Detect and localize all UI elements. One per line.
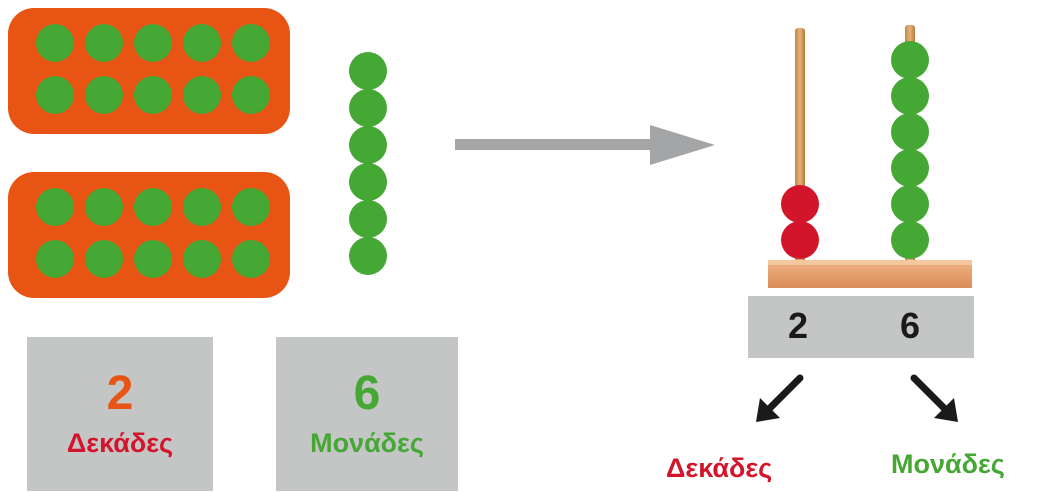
green-dot xyxy=(36,240,74,278)
ones-dot xyxy=(349,52,387,90)
green-dot xyxy=(183,240,221,278)
green-dot xyxy=(36,188,74,226)
abacus-ones-bead xyxy=(891,77,929,115)
green-dot xyxy=(134,240,172,278)
abacus-base xyxy=(768,260,972,288)
green-dot xyxy=(85,240,123,278)
green-dot xyxy=(85,76,123,114)
green-dot xyxy=(232,24,270,62)
abacus-ones-bead xyxy=(891,113,929,151)
ones-dot xyxy=(349,126,387,164)
green-dot xyxy=(183,188,221,226)
arrow-down-right-icon xyxy=(910,374,958,422)
abacus-number-box: 2 6 xyxy=(748,296,974,358)
ones-dot xyxy=(349,163,387,201)
green-dot xyxy=(85,24,123,62)
tens-label: Δεκάδες xyxy=(66,428,174,458)
arrow-down-left-icon xyxy=(756,374,804,422)
ones-digit: 6 xyxy=(353,367,381,420)
tens-block xyxy=(8,172,290,298)
green-dot xyxy=(36,24,74,62)
tens-digit: 2 xyxy=(106,367,134,420)
abacus xyxy=(768,25,972,288)
green-dot xyxy=(232,76,270,114)
abacus-ones-bead xyxy=(891,185,929,223)
green-dot xyxy=(85,188,123,226)
green-dot xyxy=(232,240,270,278)
green-dot xyxy=(232,188,270,226)
abacus-tens-label: Δεκάδες xyxy=(666,453,773,483)
abacus-ones-bead xyxy=(891,41,929,79)
green-dot xyxy=(134,188,172,226)
ones-dot xyxy=(349,237,387,275)
abacus-ones-label: Μονάδες xyxy=(891,449,1005,479)
ones-dot xyxy=(349,89,387,127)
abacus-ones-digit: 6 xyxy=(900,305,921,346)
right-arrow-icon xyxy=(455,125,715,165)
abacus-tens-bead xyxy=(781,185,819,223)
green-dot xyxy=(134,24,172,62)
ones-box: 6 Μονάδες xyxy=(276,337,458,491)
abacus-ones-bead xyxy=(891,221,929,259)
ones-label: Μονάδες xyxy=(310,428,424,458)
abacus-tens-digit: 2 xyxy=(788,305,809,346)
tens-block xyxy=(8,8,290,134)
green-dot xyxy=(183,76,221,114)
green-dot xyxy=(183,24,221,62)
tens-box: 2 Δεκάδες xyxy=(27,337,213,491)
green-dot xyxy=(36,76,74,114)
ones-dot xyxy=(349,200,387,238)
green-dot xyxy=(134,76,172,114)
abacus-tens-bead xyxy=(781,221,819,259)
abacus-ones-bead xyxy=(891,149,929,187)
